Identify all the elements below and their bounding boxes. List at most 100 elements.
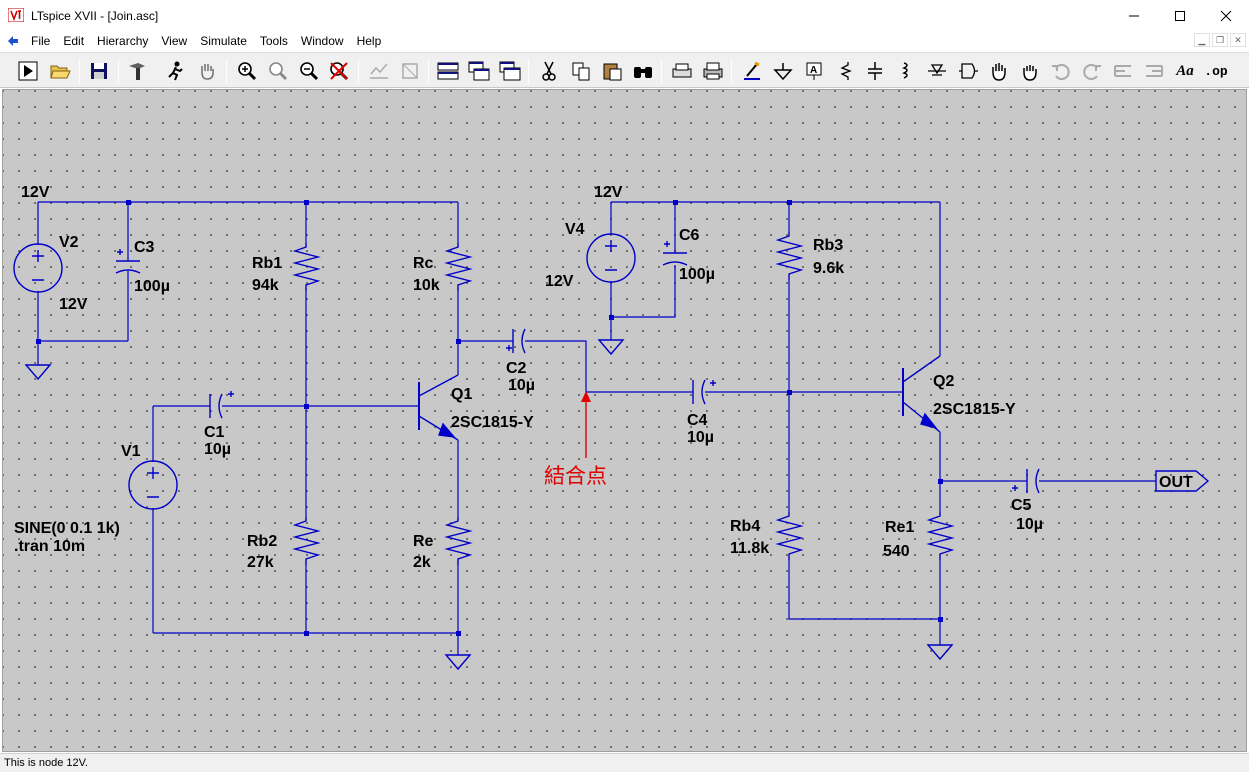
control-panel-button[interactable] xyxy=(124,58,150,84)
diode-button[interactable] xyxy=(924,58,950,84)
capacitors[interactable] xyxy=(115,241,1040,494)
text-tool-label: Aa xyxy=(1176,62,1194,79)
print-button[interactable] xyxy=(700,58,726,84)
v1-value: SINE(0 0.1 1k) xyxy=(14,520,120,537)
control-panel-icon xyxy=(129,63,145,80)
run-icon xyxy=(18,61,38,81)
junctions xyxy=(36,200,943,636)
rb4-name: Rb4 xyxy=(730,518,760,535)
find-button[interactable] xyxy=(630,58,656,84)
status-bar: This is node 12V. xyxy=(0,753,1249,772)
minimize-button[interactable] xyxy=(1111,0,1157,31)
v1-name: V1 xyxy=(121,443,141,460)
move-icon xyxy=(992,63,1006,81)
zoom-in-icon xyxy=(238,62,257,81)
schematic-drawing: OUT 12V 12V V2 12V C3 100µ Rb1 94k Rc 10… xyxy=(13,184,1210,671)
annotation-text: 結合点 xyxy=(544,464,607,488)
open-button[interactable] xyxy=(47,58,73,84)
autorange-icon xyxy=(370,63,388,79)
maximize-icon xyxy=(1175,10,1185,21)
capacitor-button[interactable] xyxy=(862,58,888,84)
menu-file[interactable]: File xyxy=(31,34,51,48)
wires[interactable] xyxy=(37,201,1156,655)
cascade-button[interactable] xyxy=(466,58,492,84)
tile-horizontal-icon xyxy=(437,62,459,80)
tile-horizontal-button[interactable] xyxy=(435,58,461,84)
c4-value: 10µ xyxy=(687,429,714,446)
title-bar: LTspice XVII - [Join.asc] xyxy=(0,0,1249,31)
window-title: LTspice XVII - [Join.asc] xyxy=(31,9,159,23)
run-button[interactable] xyxy=(15,58,41,84)
v4-value: 12V xyxy=(545,273,574,290)
c6-value: 100µ xyxy=(679,266,715,283)
paste-button[interactable] xyxy=(599,58,625,84)
pan-button[interactable] xyxy=(194,58,220,84)
print-setup-button[interactable] xyxy=(669,58,695,84)
v2-name: V2 xyxy=(59,234,79,251)
rb4-value: 11.8k xyxy=(730,540,769,557)
ltspice-logo-icon xyxy=(8,8,24,22)
rotate-icon xyxy=(1114,65,1131,77)
voltage-sources[interactable] xyxy=(13,233,636,510)
zoom-out-button[interactable] xyxy=(296,58,322,84)
close-button[interactable] xyxy=(1203,0,1249,31)
rb3-name: Rb3 xyxy=(813,237,843,254)
mdi-minimize-button[interactable]: ▁ xyxy=(1194,33,1210,47)
cascade-icon xyxy=(468,61,490,81)
rotate-button[interactable] xyxy=(1110,58,1136,84)
q1-name: Q1 xyxy=(451,386,472,403)
re1-name: Re1 xyxy=(885,519,914,536)
move-button[interactable] xyxy=(986,58,1012,84)
zoom-in-button[interactable] xyxy=(234,58,260,84)
menu-hierarchy[interactable]: Hierarchy xyxy=(97,34,149,48)
halt-button[interactable] xyxy=(162,58,188,84)
junction-annotation: 結合点 xyxy=(544,391,607,488)
zoom-cancel-button[interactable] xyxy=(326,58,352,84)
spice-directive-button[interactable]: .op xyxy=(1203,58,1229,84)
ground-button[interactable] xyxy=(770,58,796,84)
menu-edit[interactable]: Edit xyxy=(63,34,85,48)
q2-value: 2SC1815-Y xyxy=(933,401,1016,418)
c6-name: C6 xyxy=(679,227,700,244)
maximize-button[interactable] xyxy=(1157,0,1203,31)
zoom-full-button[interactable] xyxy=(265,58,291,84)
draw-wire-button[interactable] xyxy=(739,58,765,84)
inductor-button[interactable] xyxy=(893,58,919,84)
c3-value: 100µ xyxy=(134,278,170,295)
drag-button[interactable] xyxy=(1017,58,1043,84)
autorange-button[interactable] xyxy=(366,58,392,84)
save-button[interactable] xyxy=(86,58,112,84)
menu-simulate[interactable]: Simulate xyxy=(200,34,247,48)
document-icon[interactable] xyxy=(5,33,21,49)
mdi-close-button[interactable]: ✕ xyxy=(1230,33,1246,47)
tile-vertical-button[interactable] xyxy=(497,58,523,84)
drag-icon xyxy=(1023,65,1037,81)
resistor-button[interactable] xyxy=(832,58,858,84)
status-text: This is node 12V. xyxy=(4,757,88,769)
c3-name: C3 xyxy=(134,239,155,256)
copy-button[interactable] xyxy=(568,58,594,84)
cut-button[interactable] xyxy=(536,58,562,84)
label-net-button[interactable]: A xyxy=(801,58,827,84)
text-button[interactable]: Aa xyxy=(1172,58,1198,84)
menu-tools[interactable]: Tools xyxy=(259,34,288,48)
menu-window[interactable]: Window xyxy=(300,34,344,48)
menu-view[interactable]: View xyxy=(161,34,188,48)
re-value: 2k xyxy=(413,554,431,571)
schematic-canvas[interactable]: OUT 12V 12V V2 12V C3 100µ Rb1 94k Rc 10… xyxy=(2,89,1247,752)
ground-symbols[interactable] xyxy=(24,339,954,671)
draw-wire-icon xyxy=(744,61,760,80)
mirror-button[interactable] xyxy=(1141,58,1167,84)
menu-help[interactable]: Help xyxy=(356,34,382,48)
mdi-restore-button[interactable]: ❐ xyxy=(1212,33,1228,47)
resistors[interactable] xyxy=(292,232,955,565)
rc-value: 10k xyxy=(413,277,440,294)
transistors[interactable] xyxy=(418,355,941,441)
component-button[interactable] xyxy=(955,58,981,84)
out-net-label[interactable]: OUT xyxy=(1155,470,1210,492)
mark-unmark-button[interactable] xyxy=(397,58,423,84)
resistor-icon xyxy=(840,62,852,80)
undo-button[interactable] xyxy=(1048,58,1074,84)
net-label-vcc1: 12V xyxy=(21,184,50,201)
redo-button[interactable] xyxy=(1079,58,1105,84)
